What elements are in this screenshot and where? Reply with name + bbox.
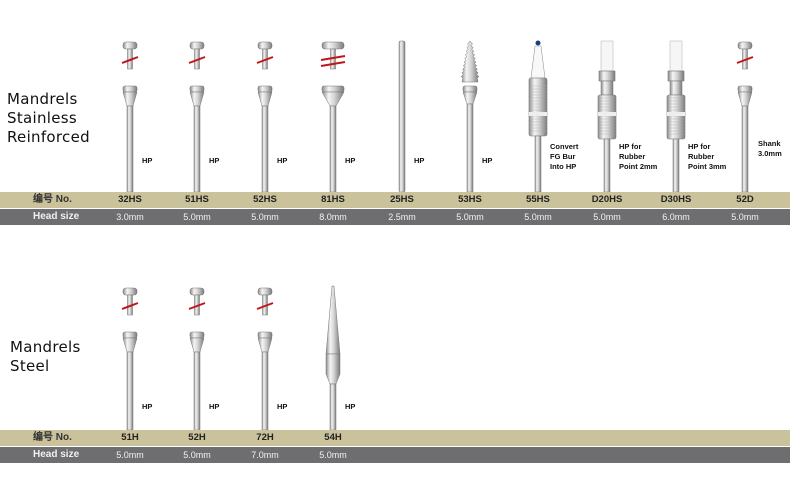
head-size-value: 5.0mm (731, 212, 759, 222)
usage-note: HP (142, 402, 153, 411)
product-code: 81HS (321, 194, 345, 205)
usage-note: HP (277, 402, 288, 411)
rubber-point-holder-icon (656, 38, 696, 193)
product-code: 51H (121, 432, 139, 443)
usage-note: HP (209, 402, 220, 411)
product-code: 52D (736, 194, 754, 205)
product-code: 55HS (526, 194, 550, 205)
head-size-value: 5.0mm (456, 212, 484, 222)
section-title-line: Steel (10, 357, 50, 375)
usage-note: HP (277, 156, 288, 165)
usage-note: HP (345, 402, 356, 411)
product-code: D20HS (591, 194, 623, 205)
head-size-value: 5.0mm (116, 450, 144, 460)
screw-mandrel-icon (245, 38, 285, 193)
code-row-label: 编号 No. (33, 194, 72, 205)
section-title-line: Mandrels (10, 338, 81, 356)
usage-note: HP for Rubber Point 2mm (619, 142, 658, 171)
usage-note: HP (142, 156, 153, 165)
usage-note: Shank 3.0mm (758, 139, 782, 158)
product-code: 72H (256, 432, 274, 443)
threaded-cone-mandrel-icon (450, 38, 490, 193)
head-size-value: 7.0mm (251, 450, 279, 460)
code-row: 编号 No. 51H 52H 72H 54H (0, 430, 790, 446)
product-code: D30HS (660, 194, 692, 205)
head-size-value: 5.0mm (524, 212, 552, 222)
usage-note: HP (414, 156, 425, 165)
usage-note: HP (345, 156, 356, 165)
product-code: 32HS (118, 194, 142, 205)
usage-note: HP for Rubber Point 3mm (688, 142, 727, 171)
head-size-row-label: Head size (33, 211, 80, 222)
straight-rod-icon (382, 38, 422, 193)
code-row-label: 编号 No. (33, 432, 72, 443)
screw-mandrel-icon (725, 38, 765, 193)
screw-mandrel-icon (177, 284, 217, 431)
head-size-row: Head size 3.0mm 5.0mm 5.0mm 8.0mm 2.5mm 5.0mm… (0, 209, 790, 225)
section-title-line: Stainless (7, 109, 77, 127)
section-title-line: Reinforced (7, 128, 90, 146)
usage-note: Convert FG Bur Into HP (550, 142, 579, 171)
head-size-row-label: Head size (33, 449, 80, 460)
double-screw-mandrel-icon (313, 38, 353, 193)
product-code: 25HS (390, 194, 414, 205)
screw-mandrel-icon (110, 284, 150, 431)
usage-note: HP (482, 156, 493, 165)
head-size-value: 5.0mm (251, 212, 279, 222)
product-code: 51HS (185, 194, 209, 205)
head-size-value: 5.0mm (319, 450, 347, 460)
head-size-value: 8.0mm (319, 212, 347, 222)
head-size-value: 5.0mm (183, 212, 211, 222)
head-size-value: 3.0mm (116, 212, 144, 222)
section-title: Mandrels Stainless Reinforced (7, 90, 90, 147)
screw-mandrel-icon (177, 38, 217, 193)
fg-converter-icon (518, 38, 558, 193)
screw-mandrel-icon (110, 38, 150, 193)
product-code: 52HS (253, 194, 277, 205)
product-code: 53HS (458, 194, 482, 205)
usage-note: HP (209, 156, 220, 165)
head-size-value: 5.0mm (183, 450, 211, 460)
head-size-value: 6.0mm (662, 212, 690, 222)
section-title-line: Mandrels (7, 90, 78, 108)
head-size-value: 2.5mm (388, 212, 416, 222)
head-size-row: Head size 5.0mm 5.0mm 7.0mm 5.0mm (0, 447, 790, 463)
head-size-value: 5.0mm (593, 212, 621, 222)
code-row: 编号 No. 32HS 51HS 52HS 81HS 25HS 53HS 55HS D20HS… (0, 192, 790, 208)
section-title: Mandrels Steel (10, 338, 81, 376)
product-code: 54H (324, 432, 342, 443)
product-code: 52H (188, 432, 206, 443)
rubber-point-holder-icon (587, 38, 627, 193)
